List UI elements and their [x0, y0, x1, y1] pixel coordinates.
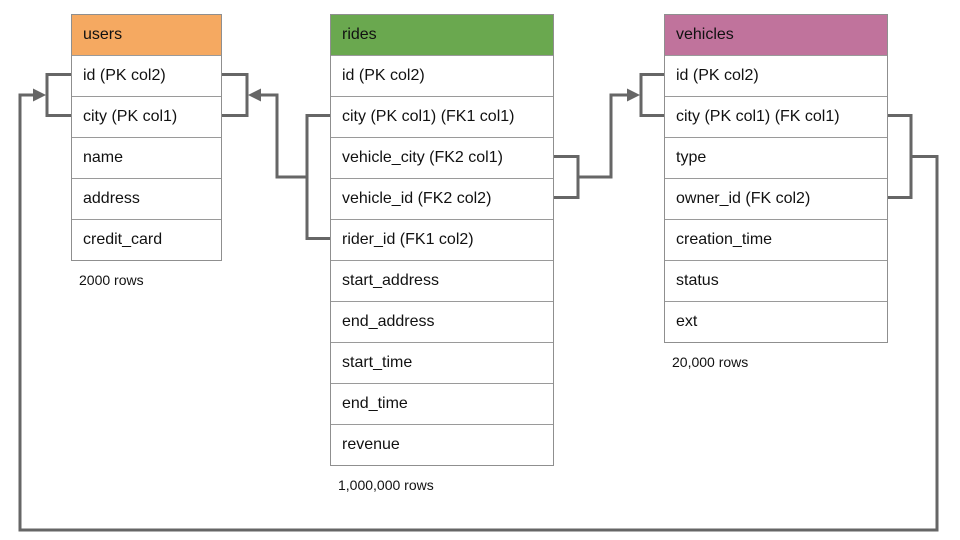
table-rides-rowcount: 1,000,000 rows: [338, 477, 434, 493]
table-vehicles: vehicles id (PK col2)city (PK col1) (FK …: [664, 14, 888, 343]
table-column-row: type: [665, 137, 887, 178]
table-column-row: start_time: [331, 342, 553, 383]
table-column-row: status: [665, 260, 887, 301]
rides-fk2-right-bracket: [553, 155, 580, 199]
table-vehicles-columns: id (PK col2)city (PK col1) (FK col1)type…: [665, 55, 887, 342]
table-column-row: vehicle_city (FK2 col1): [331, 137, 553, 178]
table-users-rowcount: 2000 rows: [79, 272, 144, 288]
table-rides: rides id (PK col2)city (PK col1) (FK1 co…: [330, 14, 554, 466]
table-column-row: revenue: [331, 424, 553, 465]
table-column-row: rider_id (FK1 col2): [331, 219, 553, 260]
table-rides-columns: id (PK col2)city (PK col1) (FK1 col1)veh…: [331, 55, 553, 465]
table-column-row: id (PK col2): [72, 55, 221, 96]
connector-rides-to-vehicles: [553, 73, 664, 199]
arrowhead-into-vehicles-left: [627, 88, 640, 102]
table-column-row: city (PK col1): [72, 96, 221, 137]
table-column-row: owner_id (FK col2): [665, 178, 887, 219]
arrowhead-into-users-right: [248, 88, 261, 102]
table-vehicles-header: vehicles: [665, 15, 887, 55]
vehicles-pk-left-bracket: [639, 73, 664, 117]
table-column-row: address: [72, 178, 221, 219]
vehicles-to-users-link: [18, 93, 939, 532]
users-pk-right-bracket: [221, 73, 249, 117]
table-vehicles-rowcount: 20,000 rows: [672, 354, 749, 370]
table-group-vehicles: vehicles id (PK col2)city (PK col1) (FK …: [664, 14, 888, 370]
table-column-row: id (PK col2): [331, 55, 553, 96]
table-column-row: vehicle_id (FK2 col2): [331, 178, 553, 219]
table-column-row: creation_time: [665, 219, 887, 260]
table-column-row: name: [72, 137, 221, 178]
connector-rides-to-users: [221, 73, 330, 240]
table-column-row: city (PK col1) (FK col1): [665, 96, 887, 137]
vehicles-fk-right-bracket: [887, 114, 913, 199]
table-column-row: id (PK col2): [665, 55, 887, 96]
table-rides-header: rides: [331, 15, 553, 55]
table-users-header: users: [72, 15, 221, 55]
rides-to-users-link: [252, 93, 307, 179]
connector-vehicles-to-users: [18, 73, 939, 532]
table-column-row: start_address: [331, 260, 553, 301]
table-column-row: ext: [665, 301, 887, 342]
table-column-row: city (PK col1) (FK1 col1): [331, 96, 553, 137]
users-pk-left-bracket: [45, 73, 71, 117]
rides-fk1-left-bracket: [305, 114, 330, 240]
table-column-row: end_time: [331, 383, 553, 424]
table-column-row: credit_card: [72, 219, 221, 260]
table-column-row: end_address: [331, 301, 553, 342]
rides-to-vehicles-link: [578, 93, 636, 179]
table-group-rides: rides id (PK col2)city (PK col1) (FK1 co…: [330, 14, 554, 493]
arrowhead-into-users-left: [33, 88, 46, 102]
